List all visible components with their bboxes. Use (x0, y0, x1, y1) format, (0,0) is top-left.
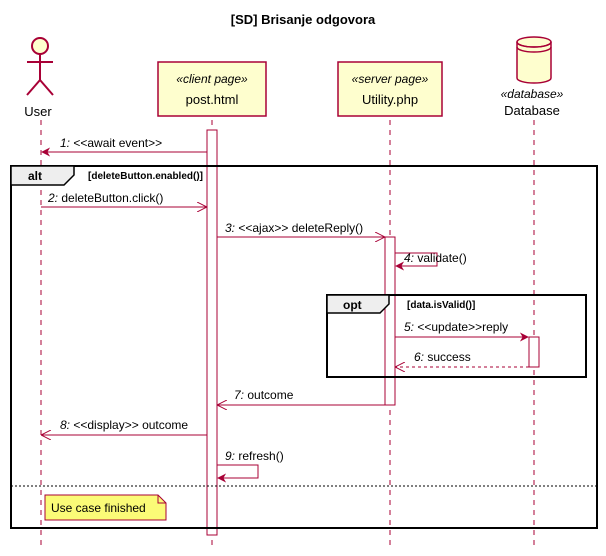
svg-text:5: <<update>>reply: 5: <<update>>reply (404, 320, 508, 334)
note-box (44, 494, 167, 521)
message-arrow (217, 464, 259, 483)
participant-name: Utility.php (362, 92, 418, 107)
frame-keyword: alt (28, 169, 42, 183)
message-6: 6: success (396, 350, 529, 367)
message-8: 8: <<display>> outcome (42, 418, 207, 435)
message-label: <<ajax>> deleteReply() (238, 221, 363, 235)
message-5: 5: <<update>>reply (395, 320, 529, 342)
alt-frame: alt [deleteButton.enabled()] (10, 165, 598, 529)
message-7: 7: outcome (218, 388, 385, 405)
svg-text:4: validate(): 4: validate() (404, 251, 467, 265)
svg-text:7: outcome: 7: outcome (234, 388, 294, 402)
message-label: success (427, 350, 470, 364)
message-number: 5: (404, 320, 414, 334)
activations (206, 129, 540, 536)
svg-text:1: <<await event>>: 1: <<await event>> (60, 136, 162, 150)
message-label: validate() (417, 251, 466, 265)
participant-name: Database (504, 103, 560, 118)
svg-text:8: <<display>> outcome: 8: <<display>> outcome (60, 418, 188, 432)
message-number: 1: (60, 136, 70, 150)
participant-utility: «server page» Utility.php (337, 61, 443, 117)
participant-stereotype: «server page» (352, 72, 429, 86)
participant-stereotype: «client page» (176, 72, 248, 86)
message-1: 1: <<await event>> (41, 136, 207, 157)
svg-text:9: refresh(): 9: refresh() (225, 449, 284, 463)
message-3: 3: <<ajax>> deleteReply() (217, 221, 384, 237)
participant-stereotype: «database» (501, 87, 564, 101)
participant-box (157, 61, 267, 117)
note-fold (157, 495, 166, 504)
message-label: outcome (247, 388, 293, 402)
frame-tab (10, 165, 75, 186)
svg-text:6: success: 6: success (414, 350, 471, 364)
message-label: <<update>>reply (417, 320, 508, 334)
frame-keyword: opt (343, 298, 362, 312)
activation-db (528, 336, 540, 368)
activation-utility (384, 236, 396, 406)
frame-border (10, 165, 598, 529)
frame-tab (326, 294, 390, 314)
message-number: 4: (404, 251, 414, 265)
participant-name: User (24, 104, 52, 119)
message-label: <<display>> outcome (73, 418, 188, 432)
actor-icon (26, 37, 54, 96)
database-icon (516, 36, 552, 84)
message-number: 7: (234, 388, 244, 402)
message-4: 4: validate() (395, 251, 467, 271)
diagram-title: [SD] Brisanje odgovora (231, 12, 376, 27)
message-number: 6: (414, 350, 424, 364)
participant-name: post.html (186, 92, 239, 107)
participant-user: User (24, 37, 54, 119)
message-number: 8: (60, 418, 70, 432)
frame-guard: [deleteButton.enabled()] (88, 171, 203, 182)
participant-box (337, 61, 443, 117)
activation-post (206, 129, 218, 536)
message-label: <<await event>> (73, 136, 162, 150)
svg-text:3: <<ajax>> deleteReply(): 3: <<ajax>> deleteReply() (225, 221, 363, 235)
message-label: deleteButton.click() (61, 191, 163, 205)
message-number: 2: (47, 191, 58, 205)
message-9: 9: refresh() (217, 449, 284, 483)
message-number: 9: (225, 449, 235, 463)
message-arrow (395, 252, 438, 271)
participant-db: «database» Database (501, 36, 564, 118)
svg-text:2: deleteButton.click(): 2: deleteButton.click() (47, 191, 163, 205)
message-label: refresh() (238, 449, 283, 463)
message-2: 2: deleteButton.click() (41, 191, 206, 207)
participant-post: «client page» post.html (157, 61, 267, 117)
note-text: Use case finished (51, 501, 146, 515)
message-number: 3: (225, 221, 235, 235)
note: Use case finished (44, 494, 167, 521)
opt-frame: opt [data.isValid()] (326, 294, 587, 378)
frame-guard: [data.isValid()] (407, 300, 475, 311)
frame-border (326, 294, 587, 378)
